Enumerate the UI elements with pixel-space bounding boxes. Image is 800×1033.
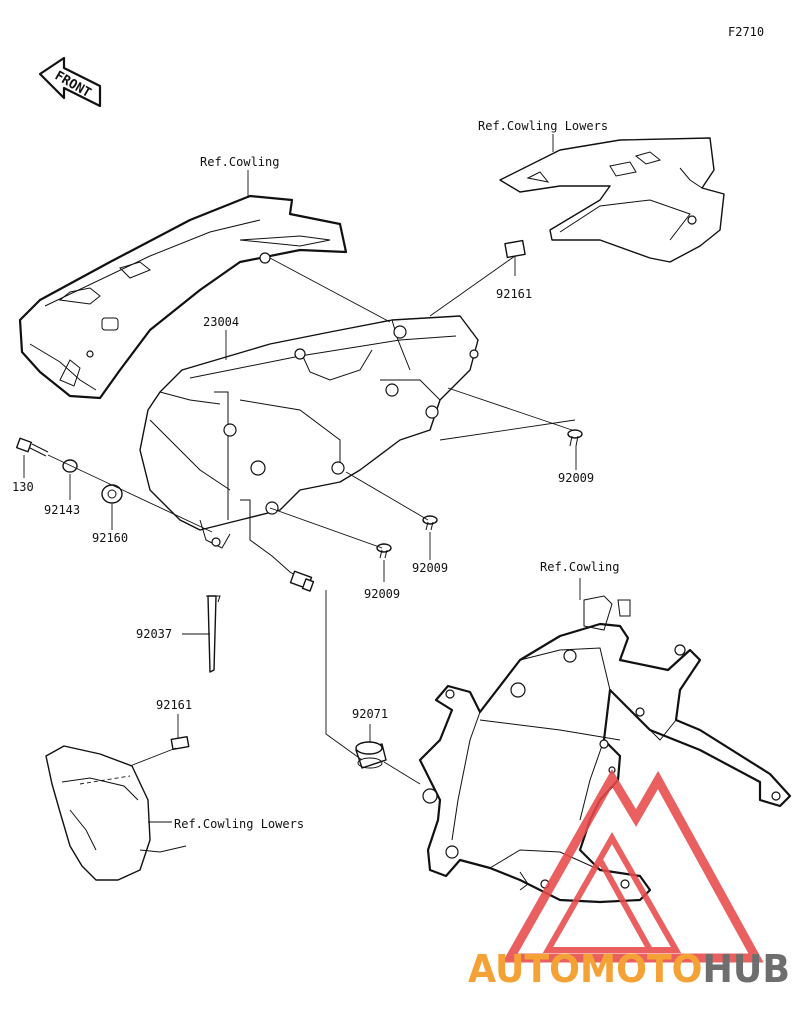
callout-screw-right: 92009 [558,471,594,485]
callout-ref-cowling-lowers-bottom: Ref.Cowling Lowers [174,817,304,831]
callout-band: 92037 [136,627,172,641]
tape-lower-part [170,735,190,751]
watermark-text-hub: HUB [703,947,790,991]
screw-right-part [567,429,583,447]
upper-cowling-part [18,194,348,400]
cowling-lower-right-part [499,137,725,263]
screw-low-part [376,543,392,559]
bolt-part [15,437,49,457]
cowling-lower-left-part [45,745,187,881]
watermark-triangle-stroke [597,858,653,952]
callout-screw-mid: 92009 [412,561,448,575]
watermark-text-automoto: AUTOMOTO [468,947,703,991]
damper-part [101,484,123,504]
headlight-assembly-part [139,315,479,579]
callout-ref-cowling-top: Ref.Cowling [200,155,279,169]
callout-tape-lower: 92161 [156,698,192,712]
screw-mid-part [422,515,438,531]
callout-headlight: 23004 [203,315,239,329]
callout-labels: Ref.Cowling Ref.Cowling Lowers 23004 921… [12,119,619,831]
watermark-logo [502,769,764,963]
figure-code: F2710 [728,25,764,39]
watermark-triangle-inner [542,831,682,953]
watermark-text: AUTOMOTOHUB [468,947,790,991]
grommet-part [355,741,387,769]
leader-lines [23,134,581,823]
callout-tape-upper: 92161 [496,287,532,301]
callout-collar: 92143 [44,503,80,517]
callout-damper: 92160 [92,531,128,545]
callout-grommet: 92071 [352,707,388,721]
band-part [206,595,221,673]
tape-upper-part [504,239,526,259]
front-arrow-icon: FRONT [38,56,102,108]
collar-part [62,459,78,473]
callout-ref-cowling-frame: Ref.Cowling [540,560,619,574]
watermark-triangle-outer [502,769,764,963]
callout-bolt: 130 [12,480,34,494]
callout-screw-low: 92009 [364,587,400,601]
connector-part [289,570,315,592]
callout-ref-cowling-lowers-top: Ref.Cowling Lowers [478,119,608,133]
